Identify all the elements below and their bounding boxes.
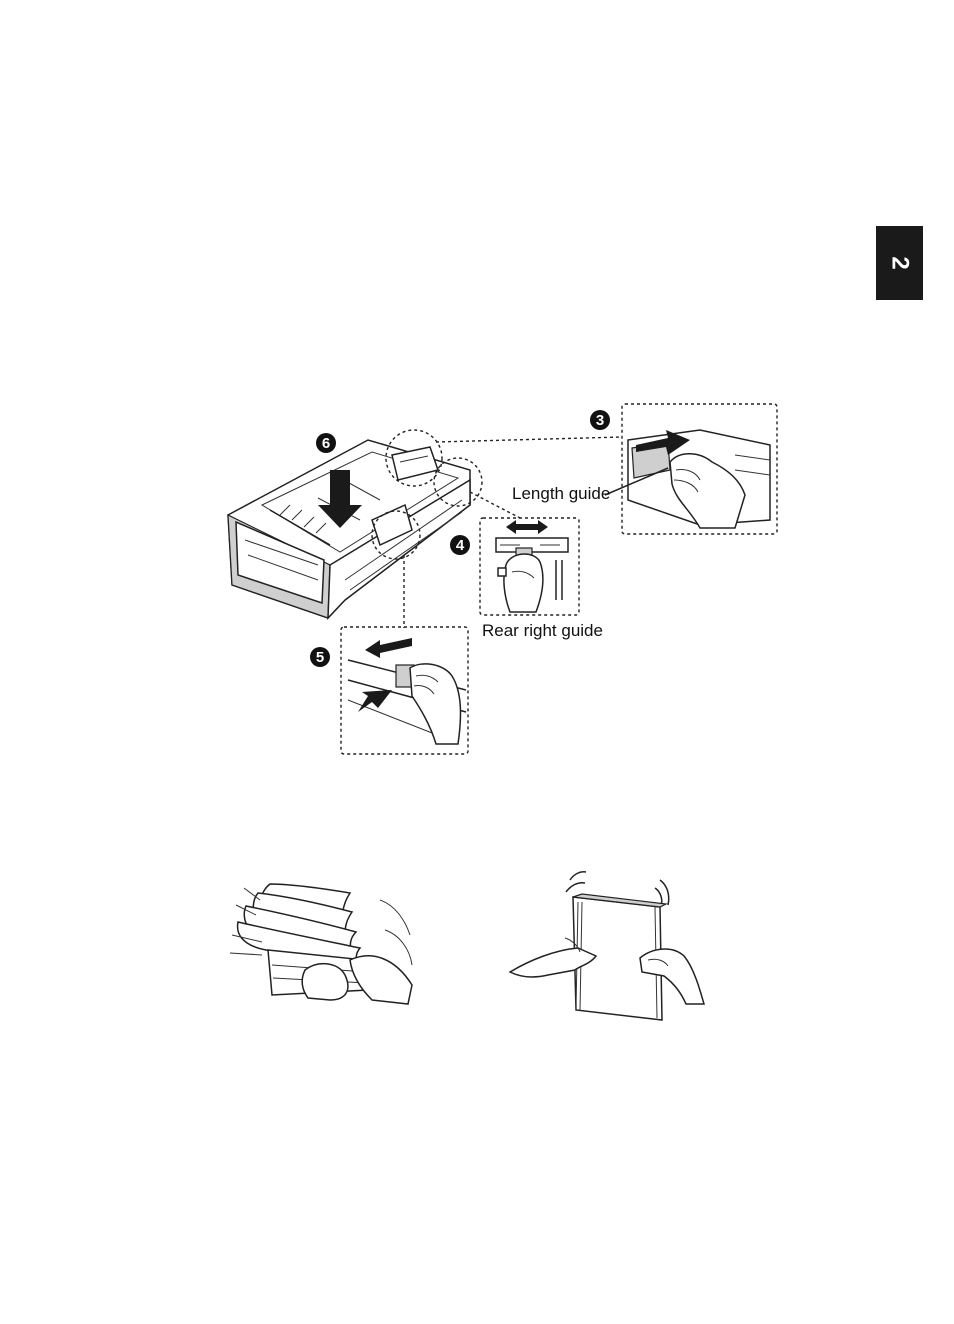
fanning-paper-illustration xyxy=(230,884,412,1004)
svg-text:6: 6 xyxy=(322,435,330,452)
inset-width-guide xyxy=(341,627,468,754)
aligning-paper-illustration xyxy=(510,872,704,1020)
paper-tray-illustration xyxy=(228,430,622,628)
step-4-marker: 4 xyxy=(450,535,470,555)
step-5-marker: 5 xyxy=(310,647,330,667)
inset-rear-right-guide xyxy=(480,518,579,615)
svg-text:5: 5 xyxy=(316,649,324,666)
rear-right-guide-label: Rear right guide xyxy=(482,621,603,640)
length-guide-label: Length guide xyxy=(512,484,610,503)
step-3-marker: 3 xyxy=(590,410,610,430)
inset-length-guide xyxy=(622,404,777,534)
svg-text:4: 4 xyxy=(456,537,465,554)
svg-text:3: 3 xyxy=(596,412,604,429)
step-6-marker: 6 xyxy=(316,433,336,453)
